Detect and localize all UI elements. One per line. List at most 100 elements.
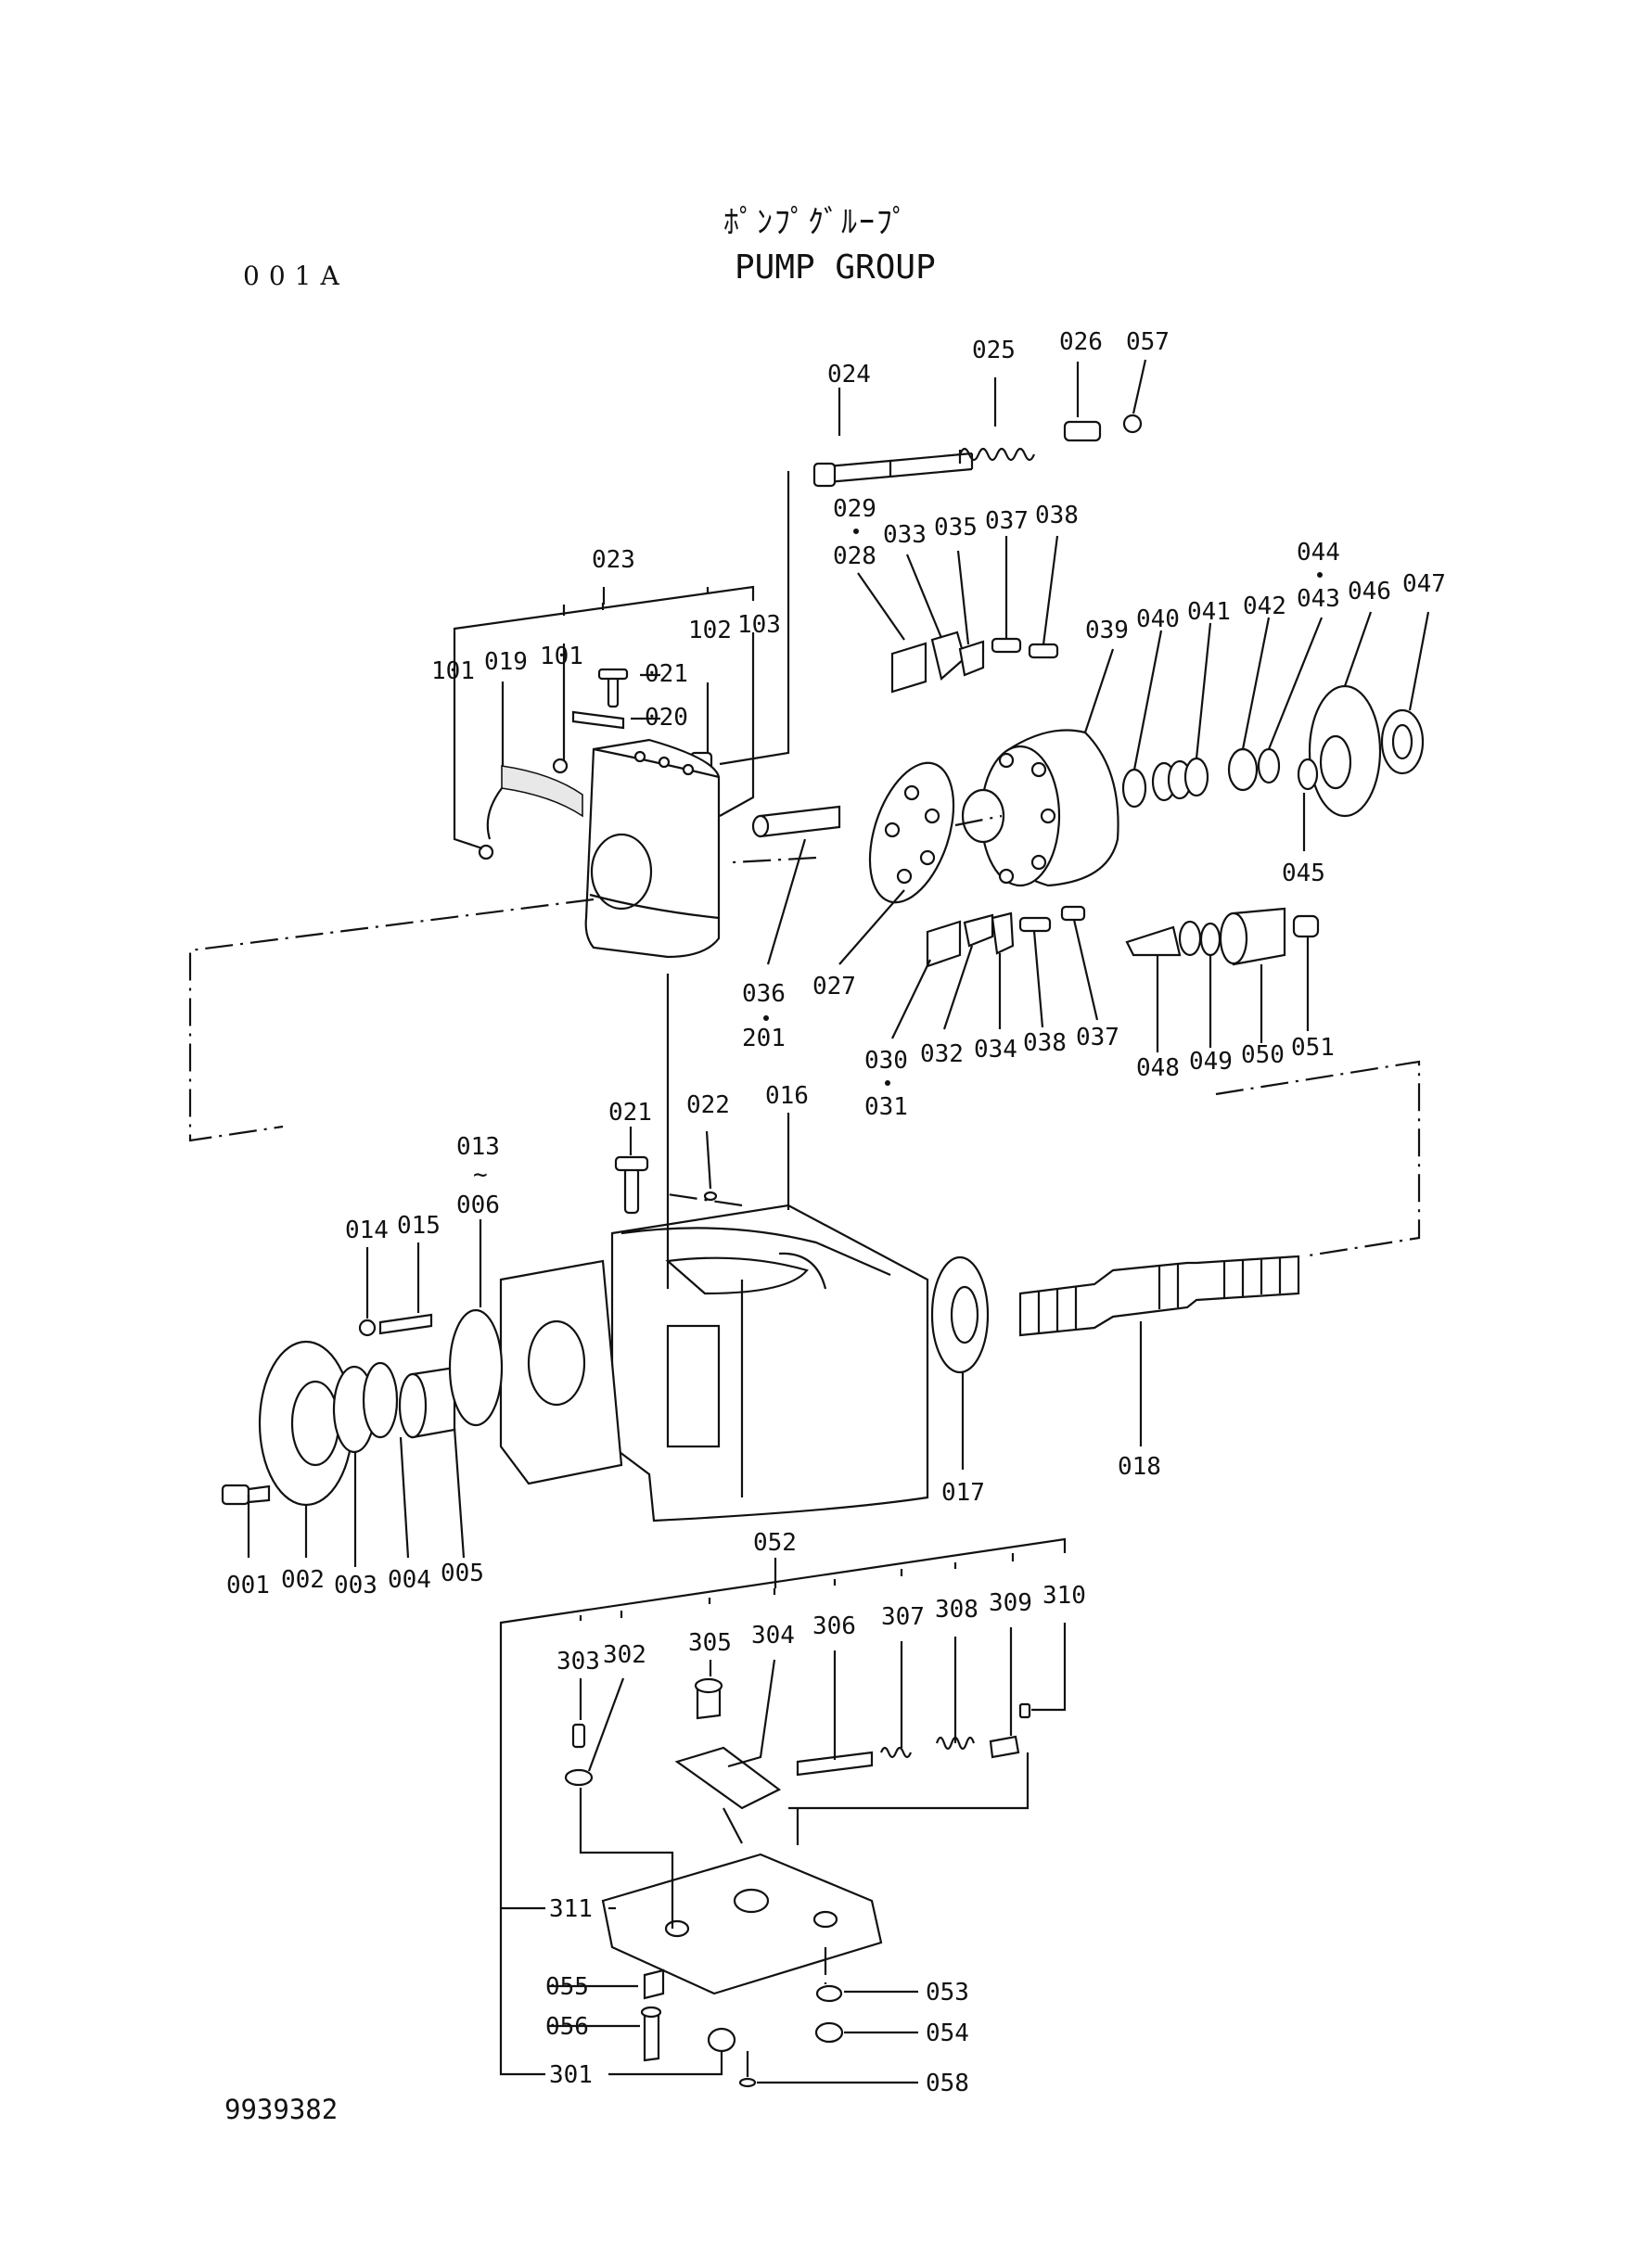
callout-036: 036 (742, 980, 786, 1008)
pin-part-101[interactable] (478, 844, 494, 860)
o-ring-part-058[interactable] (738, 2077, 757, 2088)
block-part-028[interactable] (890, 642, 927, 694)
callout-026: 026 (1059, 328, 1103, 356)
leader-037b (1072, 919, 1099, 1021)
cyl-bore-5 (998, 868, 1015, 885)
retainer-hole-1 (903, 784, 920, 801)
bolt-part-021[interactable] (623, 1166, 640, 1215)
callout-053: 053 (926, 1979, 969, 2007)
ring-part-042[interactable] (1227, 747, 1259, 792)
leader-036 (766, 838, 807, 965)
pin-part-022[interactable] (703, 1191, 718, 1202)
leader-005 (453, 1427, 466, 1559)
callout-037: 037 (985, 507, 1029, 535)
o-ring-part-014[interactable] (358, 1319, 377, 1337)
callout-052: 052 (753, 1529, 797, 1557)
leader-030 (891, 959, 931, 1039)
pin-part-045[interactable] (1297, 758, 1319, 791)
sleeve-part-055[interactable] (643, 1969, 665, 2000)
servo-piston-rod (889, 452, 974, 478)
bolt-part-056[interactable] (643, 2008, 660, 2062)
leader-101 (453, 638, 483, 850)
reg-hole-1 (664, 1919, 690, 1938)
callout-102: 102 (688, 617, 732, 644)
callout-047: 047 (1402, 570, 1446, 598)
callout-013: 013 (456, 1133, 500, 1161)
pin-part-310[interactable] (1018, 1702, 1031, 1719)
callout-045: 045 (1282, 860, 1325, 887)
spring-part-025[interactable] (958, 447, 1036, 464)
washer-part-302[interactable] (564, 1768, 594, 1787)
bolt-head-021 (614, 1155, 649, 1172)
assembly-line-right (1215, 1060, 1421, 1258)
callout-dot-044-043 (1317, 572, 1323, 578)
ring-part-004[interactable] (362, 1361, 399, 1439)
washer-part-053[interactable] (815, 1984, 843, 2003)
assembly-line-bottom (746, 1947, 827, 2077)
plate-part-034[interactable] (991, 911, 1015, 955)
plate-part-033[interactable] (930, 631, 966, 682)
spring-part-307[interactable] (879, 1746, 913, 1759)
bracket-023 (453, 585, 755, 638)
washer-part-040[interactable] (1121, 768, 1147, 809)
leader-004 (399, 1436, 410, 1559)
callout-101: 101 (431, 657, 475, 685)
callout-049: 049 (1189, 1048, 1233, 1076)
pin-part-020[interactable] (571, 710, 625, 730)
cyl-bore-4 (1030, 854, 1047, 871)
callout-044: 044 (1297, 539, 1340, 567)
ring-part-043[interactable] (1257, 747, 1281, 784)
screw-part-037[interactable] (991, 637, 1022, 654)
screw-part-038[interactable] (1028, 643, 1059, 659)
callout-030: 030 (864, 1047, 908, 1075)
callout-040: 040 (1136, 605, 1180, 633)
callout-058: 058 (926, 2070, 969, 2097)
swash-plate-bore (590, 833, 653, 911)
rod-part-306[interactable] (796, 1751, 874, 1777)
block-part-030[interactable] (926, 920, 962, 968)
plug-part-026[interactable] (1063, 420, 1102, 442)
pump-casing-part-016[interactable] (610, 1204, 929, 1523)
spring-part-041[interactable] (1183, 757, 1209, 797)
plate-part-035[interactable] (958, 640, 985, 677)
callout-041: 041 (1187, 598, 1231, 626)
o-ring-part-049[interactable] (1199, 922, 1222, 957)
callout-032: 032 (920, 1040, 964, 1068)
shoe-plate-part-019[interactable] (501, 765, 583, 818)
bolt-part-001[interactable] (221, 1484, 250, 1506)
swash-plate-top-edge (593, 747, 720, 779)
regulator-casing-part-311[interactable] (601, 1853, 883, 1995)
lever-part-304[interactable] (674, 1746, 782, 1810)
callout-303: 303 (556, 1648, 600, 1676)
plug-part-051[interactable] (1292, 914, 1320, 938)
pin-part-015[interactable] (378, 1313, 433, 1335)
plug-part-309[interactable] (989, 1735, 1020, 1759)
callout-307: 307 (881, 1603, 925, 1631)
flange-part-002-bore (290, 1380, 340, 1467)
pin-part-101b[interactable] (552, 758, 569, 774)
retainer-hole-5 (884, 822, 901, 838)
assembly-line-casing (667, 1192, 743, 1207)
plate-part-032[interactable] (963, 913, 994, 948)
callout-308: 308 (935, 1596, 978, 1624)
gasket-part-006[interactable] (448, 1308, 504, 1427)
screw-part-038b[interactable] (1018, 916, 1052, 933)
casing-opening (665, 1256, 809, 1295)
retainer-plate-part-027[interactable] (854, 752, 969, 912)
o-ring-part-057[interactable] (1122, 414, 1143, 434)
callout-306: 306 (812, 1612, 856, 1640)
cyl-bore-1 (998, 752, 1015, 769)
pin-part-303[interactable] (571, 1723, 586, 1749)
nut-part-301[interactable] (707, 2027, 736, 2053)
callout-033: 033 (883, 521, 927, 549)
valve-part-048[interactable] (1125, 925, 1182, 957)
callout-dot-029-028 (853, 529, 859, 534)
plug-part-054[interactable] (814, 2021, 844, 2044)
callout-014: 014 (345, 1217, 389, 1244)
callout-310: 310 (1042, 1582, 1086, 1610)
leader-043 (1267, 617, 1324, 750)
pin-part-036[interactable] (759, 805, 841, 838)
bushing-part-005-face (398, 1372, 428, 1439)
assembly-line-cyl (954, 814, 1003, 827)
screw-part-037b[interactable] (1060, 905, 1086, 922)
